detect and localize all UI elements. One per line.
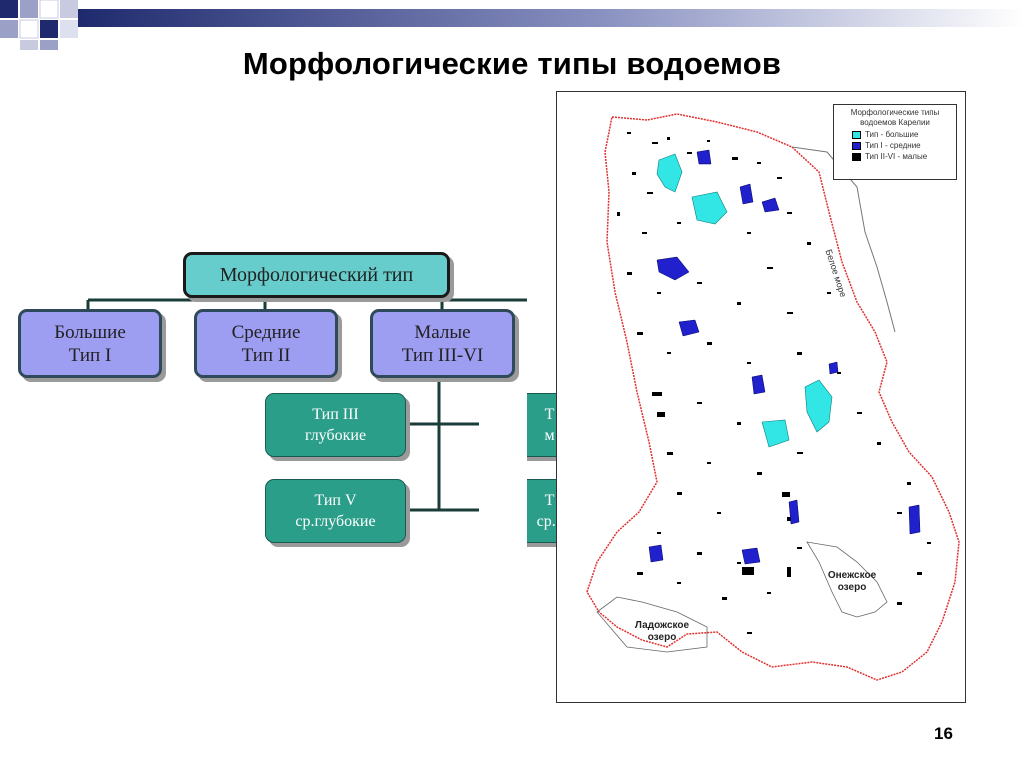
- karelia-map: Морфологические типы водоемов Карелии Ти…: [556, 91, 966, 703]
- ladoga-label-line2: озеро: [647, 632, 677, 643]
- node-large-line1: Большие: [54, 321, 126, 343]
- page-number: 16: [934, 724, 953, 743]
- node-type3-line2: глубокие: [304, 427, 367, 444]
- node-large-lakes: Большие Тип I: [18, 309, 162, 378]
- ladoga-lake-outline: [596, 596, 708, 653]
- node-type6-line2: ср.г: [536, 513, 563, 530]
- ladoga-label: Ладожское озеро: [627, 620, 697, 644]
- legend-title-line1: Морфологические типы: [850, 108, 940, 117]
- node-type6-line1: Т: [544, 492, 555, 509]
- node-small-line2: Тип III-VI: [401, 344, 484, 366]
- legend-swatch-black: [852, 152, 861, 161]
- legend-item-large: Тип - большие: [852, 130, 956, 139]
- onega-label: Онежское озеро: [817, 570, 887, 594]
- node-type3-deep: Тип III глубокие: [265, 393, 406, 457]
- slide-title: Морфологические типы водоемов: [242, 46, 782, 81]
- node-small-line1: Малые: [414, 321, 471, 343]
- root-node: Морфологический тип: [183, 252, 450, 298]
- legend-item-large-label: Тип - большие: [865, 130, 919, 139]
- karelia-map-drawing: [586, 113, 960, 681]
- legend-item-small-label: Тип II-VI - малые: [865, 152, 928, 161]
- node-type4-line1: Т: [544, 406, 555, 423]
- legend-item-small: Тип II-VI - малые: [852, 152, 956, 161]
- clipped-nodes: Т м Т ср.г: [527, 380, 567, 560]
- legend-swatch-blue: [852, 141, 861, 150]
- node-small-lakes: Малые Тип III-VI: [370, 309, 515, 378]
- onega-label-line1: Онежское: [827, 570, 877, 581]
- node-type3-line1: Тип III: [312, 406, 359, 423]
- onega-lake-outline: [806, 541, 888, 618]
- legend-item-medium-label: Тип I - средние: [865, 141, 921, 150]
- node-large-line2: Тип I: [68, 344, 112, 366]
- node-medium-line1: Средние: [231, 321, 301, 343]
- node-medium-line2: Тип II: [241, 344, 291, 366]
- region-border: [586, 113, 960, 681]
- node-type5-medium-deep: Тип V ср.глубокие: [265, 479, 406, 543]
- legend-item-medium: Тип I - средние: [852, 141, 956, 150]
- map-legend: Морфологические типы водоемов Карелии Ти…: [833, 104, 957, 180]
- node-type5-line1: Тип V: [314, 492, 357, 509]
- node-type4-line2: м: [544, 427, 555, 444]
- legend-swatch-cyan: [852, 130, 861, 139]
- ladoga-label-line1: Ладожское: [634, 620, 690, 631]
- legend-title-line2: водоемов Карелии: [860, 118, 930, 127]
- node-medium-lakes: Средние Тип II: [194, 309, 338, 378]
- title-decoration: [0, 0, 1024, 50]
- onega-label-line2: озеро: [837, 582, 867, 593]
- node-type5-line2: ср.глубокие: [295, 513, 376, 530]
- white-sea-coast: [791, 146, 896, 333]
- root-node-label: Морфологический тип: [219, 263, 414, 286]
